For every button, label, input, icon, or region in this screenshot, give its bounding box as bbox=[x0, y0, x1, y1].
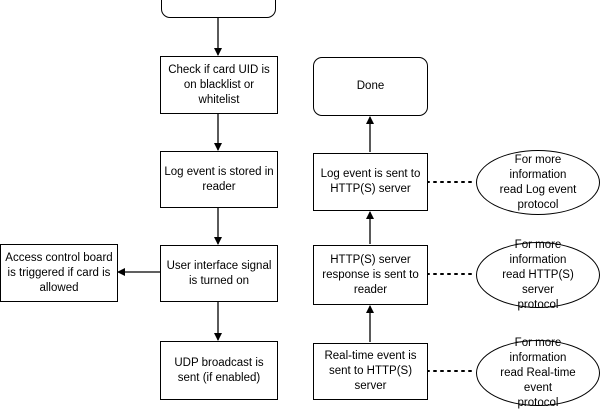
ui-signal-node: User interface signal is turned on bbox=[160, 245, 278, 302]
realtime-sent-label: Real-time event is sent to HTTP(S) serve… bbox=[324, 350, 417, 392]
http-response-label: HTTP(S) server response is sent to reade… bbox=[322, 253, 419, 296]
start-node bbox=[161, 0, 276, 18]
http-response-node: HTTP(S) server response is sent to reade… bbox=[313, 245, 428, 305]
info-realtime-label: For more information read Real-time even… bbox=[500, 336, 576, 409]
log-stored-node: Log event is stored in reader bbox=[160, 151, 278, 208]
ui-signal-label: User interface signal is turned on bbox=[166, 259, 272, 287]
access-board-node: Access control board is triggered if car… bbox=[0, 244, 118, 302]
info-log-label: For more information read Log event prot… bbox=[499, 153, 577, 211]
log-sent-node: Log event is sent to HTTP(S) server bbox=[313, 153, 428, 211]
log-sent-label: Log event is sent to HTTP(S) server bbox=[320, 168, 421, 195]
info-http-ellipse: For more information read HTTP(S) server… bbox=[476, 239, 600, 311]
check-uid-label: Check if card UID is on blacklist or whi… bbox=[168, 63, 270, 106]
info-http-label: For more information read HTTP(S) server… bbox=[502, 238, 574, 311]
realtime-sent-node: Real-time event is sent to HTTP(S) serve… bbox=[313, 343, 428, 400]
connector-layer bbox=[117, 18, 477, 372]
info-realtime-ellipse: For more information read Real-time even… bbox=[476, 337, 600, 409]
log-stored-label: Log event is stored in reader bbox=[164, 165, 274, 193]
check-uid-node: Check if card UID is on blacklist or whi… bbox=[160, 56, 278, 114]
udp-broadcast-node: UDP broadcast is sent (if enabled) bbox=[160, 341, 278, 400]
info-log-ellipse: For more information read Log event prot… bbox=[476, 150, 600, 215]
done-node: Done bbox=[313, 57, 428, 116]
done-label: Done bbox=[356, 80, 385, 92]
access-board-label: Access control board is triggered if car… bbox=[5, 251, 113, 294]
udp-broadcast-label: UDP broadcast is sent (if enabled) bbox=[174, 356, 264, 384]
